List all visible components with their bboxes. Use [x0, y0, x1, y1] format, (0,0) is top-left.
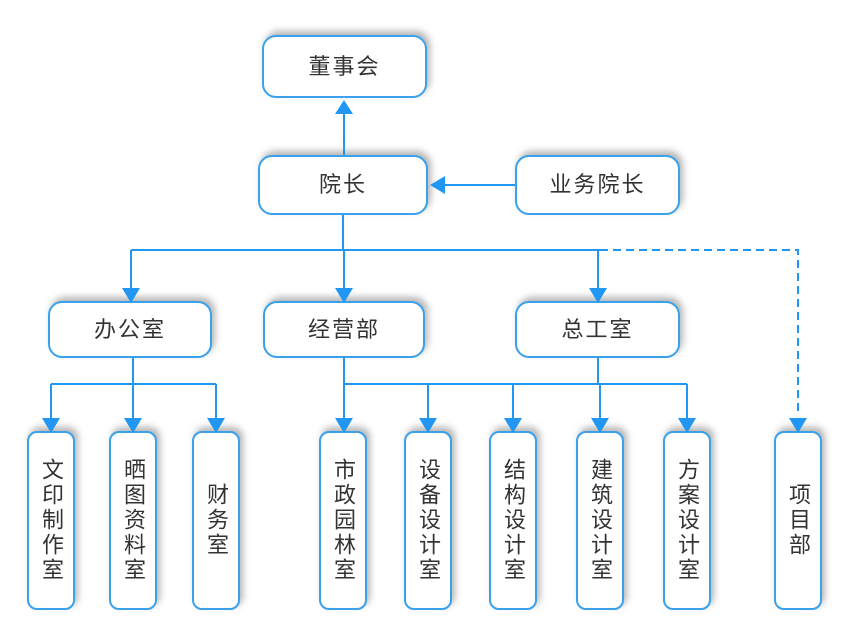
node-project-dept-label: 项目部	[786, 483, 811, 558]
node-dean: 院长	[258, 155, 428, 215]
node-office: 办公室	[48, 301, 212, 358]
node-equipment-design-label: 设备设计室	[416, 458, 441, 583]
node-blueprint-label: 晒图资料室	[121, 458, 146, 583]
node-office-label: 办公室	[93, 316, 166, 342]
node-structure-design: 结构设计室	[489, 431, 537, 610]
node-printing: 文印制作室	[27, 431, 75, 610]
node-board-label: 董事会	[308, 53, 381, 79]
node-business-dean-label: 业务院长	[549, 172, 646, 197]
node-municipal-landscape: 市政园林室	[319, 431, 367, 610]
node-blueprint: 晒图资料室	[109, 431, 157, 610]
node-board: 董事会	[262, 35, 427, 98]
node-printing-label: 文印制作室	[39, 458, 64, 583]
node-structure-design-label: 结构设计室	[501, 458, 526, 583]
node-operations: 经营部	[263, 301, 425, 358]
node-scheme-design: 方案设计室	[663, 431, 711, 610]
node-scheme-design-label: 方案设计室	[675, 458, 700, 583]
node-chief-engineer: 总工室	[515, 301, 680, 358]
node-chief-engineer-label: 总工室	[561, 316, 634, 342]
node-dean-label: 院长	[318, 172, 367, 197]
arrow-up-board-icon	[335, 100, 353, 114]
node-project-dept: 项目部	[774, 431, 822, 610]
node-equipment-design: 设备设计室	[404, 431, 452, 610]
arrow-left-dean-icon	[430, 176, 445, 194]
node-finance-label: 财务室	[204, 483, 229, 558]
node-municipal-landscape-label: 市政园林室	[331, 458, 356, 583]
node-architecture-design-label: 建筑设计室	[588, 458, 613, 583]
node-operations-label: 经营部	[307, 316, 380, 342]
node-finance: 财务室	[192, 431, 240, 610]
node-architecture-design: 建筑设计室	[576, 431, 624, 610]
node-business-dean: 业务院长	[515, 155, 680, 215]
